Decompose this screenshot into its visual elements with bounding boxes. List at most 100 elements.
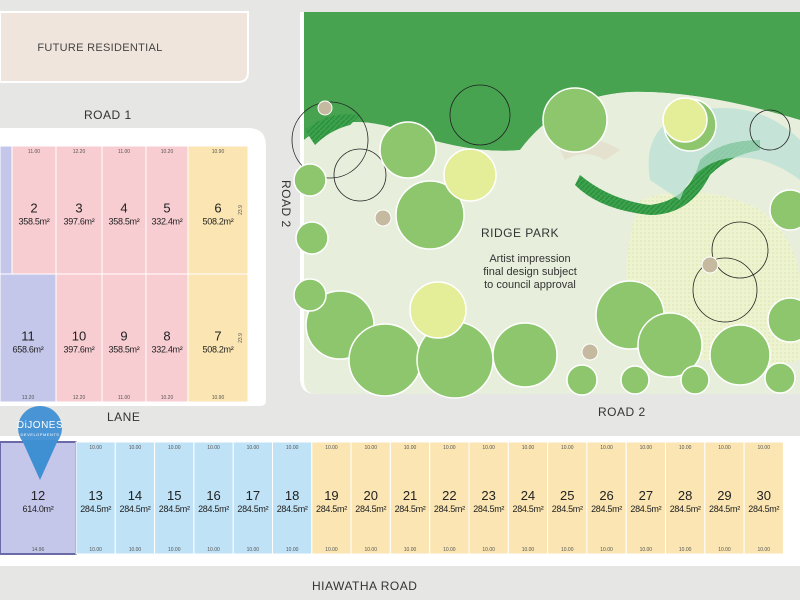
lot-shape[interactable] [429, 441, 470, 555]
lot-number: 11 [21, 329, 35, 344]
lot-top-dimension: 11.00 [28, 149, 40, 155]
lot-shape[interactable] [114, 441, 156, 555]
lot-shape[interactable] [193, 441, 234, 555]
play-equipment-icon [317, 100, 333, 116]
lot-top-dimension: 10.00 [325, 445, 338, 451]
park-note-line1: Artist impression [489, 253, 570, 265]
lot-top-dimension: 10.00 [718, 445, 731, 451]
lot-area: 284.5m² [395, 504, 426, 514]
lot-shape[interactable] [75, 441, 116, 555]
lot-shape[interactable] [665, 441, 706, 555]
lot-bottom-dimension: 10.00 [325, 547, 338, 553]
lot-shape[interactable] [586, 441, 627, 555]
lot-shape[interactable] [272, 441, 313, 555]
lot-number: 14 [128, 488, 142, 503]
tree-icon [443, 148, 497, 202]
brand-name: DiJONES [17, 420, 63, 431]
hiawatha-road-label: HIAWATHA ROAD [312, 579, 417, 593]
play-equipment-icon [374, 209, 392, 227]
lot-shape[interactable] [350, 441, 391, 555]
lot-shape[interactable] [743, 441, 784, 555]
lot-shape[interactable] [11, 145, 57, 275]
lot-partial[interactable] [0, 145, 13, 275]
tree-canopy-outline [692, 257, 758, 323]
park-green-zone [304, 12, 800, 151]
lot-bottom-dimension: 10.00 [89, 547, 102, 553]
lot-shape[interactable] [547, 441, 588, 555]
tree-canopy-outline [749, 109, 791, 151]
lot-area: 358.5m² [109, 217, 140, 227]
tree-icon [767, 297, 800, 343]
lot-shape[interactable] [389, 441, 431, 555]
lot-shape[interactable] [468, 441, 509, 555]
lot-area: 284.5m² [552, 504, 583, 514]
lot-number: 27 [639, 488, 653, 503]
tree-icon [769, 189, 800, 231]
tree-icon [492, 322, 558, 388]
lot-shape[interactable] [55, 145, 103, 275]
tree-icon [348, 323, 422, 397]
lot-number: 8 [163, 329, 170, 344]
lot-top-dimension: 10.00 [247, 445, 260, 451]
lot-bottom-dimension: 10.00 [718, 547, 731, 553]
lot-bottom-dimension: 13.20 [22, 395, 35, 401]
lot-shape[interactable] [154, 441, 195, 555]
lot-bottom-dimension: 10.00 [286, 547, 299, 553]
lot-top-dimension: 11.00 [118, 149, 130, 155]
tree-icon [620, 365, 650, 395]
lot-area: 508.2m² [203, 217, 234, 227]
lot-top-dimension: 12.20 [73, 149, 86, 155]
lot-shape[interactable] [101, 273, 147, 403]
lot-area: 658.6m² [13, 345, 44, 355]
lot-shape[interactable] [55, 273, 103, 403]
lot-area: 508.2m² [203, 345, 234, 355]
brand-marker[interactable]: DiJONES DEVELOPMENTS [17, 406, 63, 480]
lot-shape[interactable] [187, 273, 249, 403]
lot-top-dimension: 10.00 [443, 445, 456, 451]
lot-shape[interactable] [232, 441, 273, 555]
lot-top-dimension: 10.00 [522, 445, 535, 451]
lot-shape[interactable] [311, 441, 352, 555]
lot-shape[interactable] [704, 441, 745, 555]
lot-number: 17 [246, 488, 260, 503]
lot-bottom-dimension: 10.90 [212, 395, 225, 401]
lot-shape[interactable] [187, 145, 249, 275]
lot-area: 284.5m² [591, 504, 622, 514]
lot-shape[interactable] [101, 145, 147, 275]
tree-icon [680, 365, 710, 395]
lot-shape[interactable] [507, 441, 549, 555]
lot-bottom-dimension: 10.00 [168, 547, 181, 553]
tree-icon [295, 221, 329, 255]
lot-area: 284.5m² [748, 504, 779, 514]
lot-shape[interactable] [145, 145, 189, 275]
